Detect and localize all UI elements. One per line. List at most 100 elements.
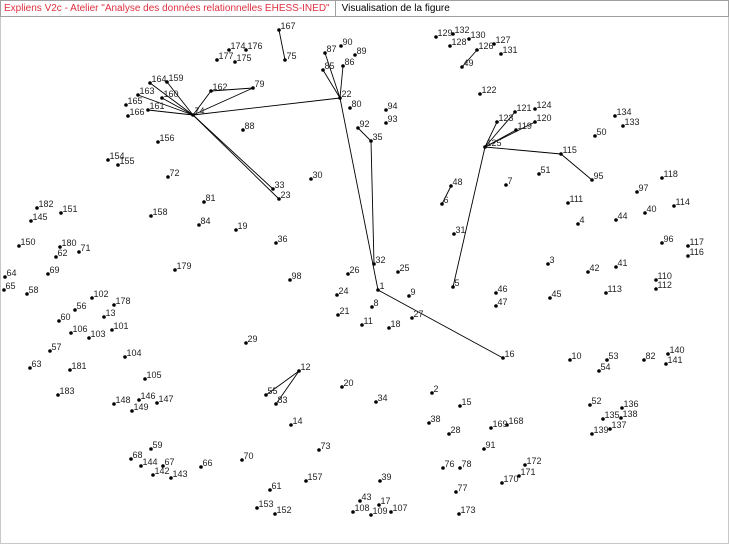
node-146[interactable]: 146 <box>137 391 156 402</box>
node-78[interactable]: 78 <box>458 459 472 470</box>
node-53[interactable]: 53 <box>605 351 619 362</box>
node-32[interactable]: 32 <box>372 255 386 266</box>
node-16[interactable]: 16 <box>501 349 515 360</box>
node-23[interactable]: 23 <box>277 190 291 201</box>
node-179[interactable]: 179 <box>173 261 192 272</box>
node-118[interactable]: 118 <box>660 169 678 180</box>
node-41[interactable]: 41 <box>614 258 628 269</box>
node-168[interactable]: 168 <box>505 416 524 427</box>
node-2[interactable]: 2 <box>430 384 439 395</box>
node-82[interactable]: 82 <box>642 351 656 362</box>
node-126[interactable]: 126 <box>475 41 494 52</box>
node-143[interactable]: 143 <box>169 469 188 480</box>
node-112[interactable]: 112 <box>654 280 672 291</box>
node-8[interactable]: 8 <box>370 298 379 309</box>
node-33[interactable]: 33 <box>271 180 285 191</box>
node-93[interactable]: 93 <box>384 114 398 125</box>
node-61[interactable]: 61 <box>268 481 282 492</box>
node-181[interactable]: 181 <box>68 361 87 372</box>
node-12[interactable]: 12 <box>297 362 311 373</box>
node-20[interactable]: 20 <box>340 378 354 389</box>
node-131[interactable]: 131 <box>499 45 518 56</box>
node-95[interactable]: 95 <box>590 171 604 182</box>
node-54[interactable]: 54 <box>597 362 611 373</box>
node-3[interactable]: 3 <box>546 255 555 266</box>
node-103[interactable]: 103 <box>87 329 106 340</box>
node-10[interactable]: 10 <box>568 351 582 362</box>
node-56[interactable]: 56 <box>73 301 87 312</box>
node-113[interactable]: 113 <box>604 284 622 295</box>
node-105[interactable]: 105 <box>143 370 162 381</box>
node-149[interactable]: 149 <box>130 402 149 413</box>
node-128[interactable]: 128 <box>448 37 467 48</box>
node-26[interactable]: 26 <box>346 265 360 276</box>
node-121[interactable]: 121 <box>513 103 532 114</box>
node-75[interactable]: 75 <box>283 51 297 62</box>
node-13[interactable]: 13 <box>102 308 116 319</box>
node-69[interactable]: 69 <box>46 265 60 276</box>
node-171[interactable]: 171 <box>517 467 536 478</box>
node-67[interactable]: 67 <box>161 457 175 468</box>
node-31[interactable]: 31 <box>452 225 466 236</box>
node-55[interactable]: 55 <box>264 386 278 397</box>
node-74[interactable]: 74 <box>191 106 205 117</box>
node-73[interactable]: 73 <box>317 441 331 452</box>
node-64[interactable]: 64 <box>3 268 17 279</box>
node-152[interactable]: 152 <box>273 505 292 516</box>
node-90[interactable]: 90 <box>339 37 353 48</box>
node-97[interactable]: 97 <box>635 183 649 194</box>
node-51[interactable]: 51 <box>537 165 551 176</box>
node-35[interactable]: 35 <box>369 132 383 143</box>
node-89[interactable]: 89 <box>353 46 367 57</box>
node-65[interactable]: 65 <box>2 281 16 292</box>
node-145[interactable]: 145 <box>29 212 48 223</box>
node-154[interactable]: 154 <box>106 151 125 162</box>
node-130[interactable]: 130 <box>467 30 486 41</box>
node-167[interactable]: 167 <box>277 21 296 32</box>
node-140[interactable]: 140 <box>666 345 685 356</box>
node-50[interactable]: 50 <box>593 127 607 138</box>
node-165[interactable]: 165 <box>124 96 143 107</box>
node-34[interactable]: 34 <box>374 393 388 404</box>
node-150[interactable]: 150 <box>17 237 36 248</box>
node-178[interactable]: 178 <box>112 296 131 307</box>
node-117[interactable]: 117 <box>686 237 704 248</box>
node-147[interactable]: 147 <box>155 394 174 405</box>
node-79[interactable]: 79 <box>251 79 265 90</box>
node-155[interactable]: 155 <box>116 156 135 167</box>
node-114[interactable]: 114 <box>672 197 690 208</box>
node-125[interactable]: 125 <box>483 138 502 149</box>
node-84[interactable]: 84 <box>197 216 211 227</box>
node-30[interactable]: 30 <box>309 170 323 181</box>
node-94[interactable]: 94 <box>384 101 398 112</box>
node-25[interactable]: 25 <box>396 263 410 274</box>
node-104[interactable]: 104 <box>123 348 142 359</box>
node-132[interactable]: 132 <box>451 25 470 36</box>
node-15[interactable]: 15 <box>458 397 472 408</box>
node-182[interactable]: 182 <box>35 199 54 210</box>
node-110[interactable]: 110 <box>654 271 672 282</box>
node-137[interactable]: 137 <box>608 420 627 431</box>
node-96[interactable]: 96 <box>660 234 674 245</box>
node-141[interactable]: 141 <box>664 355 683 366</box>
node-60[interactable]: 60 <box>57 312 71 323</box>
node-180[interactable]: 180 <box>58 238 77 249</box>
node-42[interactable]: 42 <box>586 263 600 274</box>
node-47[interactable]: 47 <box>494 297 508 308</box>
node-144[interactable]: 144 <box>139 457 158 468</box>
node-45[interactable]: 45 <box>548 289 562 300</box>
node-124[interactable]: 124 <box>533 100 552 111</box>
node-133[interactable]: 133 <box>621 117 640 128</box>
node-81[interactable]: 81 <box>202 193 216 204</box>
node-11[interactable]: 11 <box>360 316 373 327</box>
node-38[interactable]: 38 <box>427 414 441 425</box>
node-63[interactable]: 63 <box>28 359 42 370</box>
node-4[interactable]: 4 <box>576 215 585 226</box>
node-102[interactable]: 102 <box>90 289 109 300</box>
node-59[interactable]: 59 <box>149 440 163 451</box>
node-172[interactable]: 172 <box>523 456 542 467</box>
node-160[interactable]: 160 <box>160 89 179 100</box>
node-76[interactable]: 76 <box>441 459 455 470</box>
node-77[interactable]: 77 <box>454 483 468 494</box>
node-83[interactable]: 83 <box>274 395 288 406</box>
